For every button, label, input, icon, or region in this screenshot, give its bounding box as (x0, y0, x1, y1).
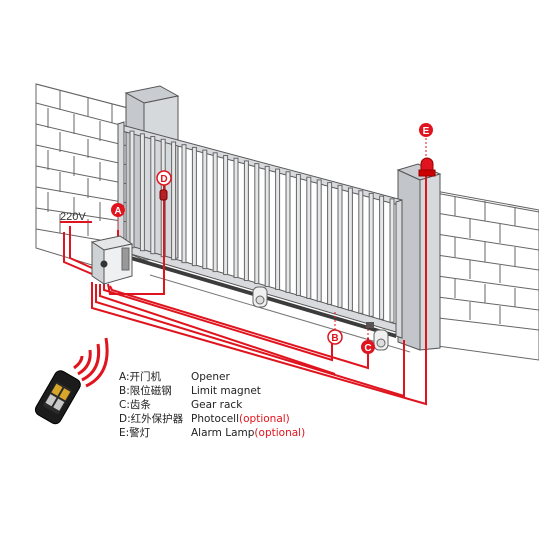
callout-lines (117, 138, 427, 343)
gate-bar (389, 198, 395, 323)
marker-e: E (419, 123, 433, 137)
gate-wheel-left (252, 286, 268, 308)
marker-c: C (361, 340, 375, 354)
gate-bar (327, 182, 333, 305)
gate-bar (358, 190, 364, 314)
legend-key: E:警灯 (119, 427, 151, 439)
ground-track (149, 274, 411, 353)
legend-row-limit-magnet: B:限位磁钢 Limit magnet (119, 384, 305, 398)
legend-optional: (optional) (254, 427, 306, 439)
legend-row-gear-rack: C:齿条 Gear rack (119, 398, 305, 412)
gate-bar (150, 136, 156, 255)
marker-a: A (111, 203, 125, 217)
marker-b: B (327, 329, 343, 345)
left-brick-wall (35, 83, 129, 277)
alarm-lamp (418, 157, 436, 177)
gate-bar (233, 157, 239, 279)
limit-magnet (366, 322, 374, 328)
legend-name: Limit magnet (191, 384, 261, 398)
legend-name-text: Photocell (191, 413, 240, 425)
gate-bar (316, 179, 322, 302)
legend-name-text: Limit magnet (191, 385, 261, 397)
legend-name-text: Opener (191, 371, 230, 383)
marker-b-label: B (331, 333, 338, 344)
marker-e-label: E (423, 126, 430, 137)
gate-bar (368, 192, 374, 317)
legend-key: D:红外保护器 (119, 413, 184, 425)
legend-row-alarm-lamp: E:警灯 Alarm Lamp(optional) (119, 426, 305, 440)
legend-key: B:限位磁钢 (119, 385, 172, 397)
remote-control (34, 337, 109, 425)
legend: A:开门机 Opener B:限位磁钢 Limit magnet C:齿条 Ge… (119, 370, 305, 440)
gate-bar (264, 165, 270, 287)
marker-d-label: D (160, 174, 167, 185)
marker-d: D (156, 170, 172, 186)
legend-key: C:齿条 (119, 399, 151, 411)
gate-bar (295, 173, 301, 296)
gate-bar (212, 152, 218, 273)
gate-bar (285, 171, 291, 293)
gate-bar (129, 130, 135, 249)
gate-bar (171, 141, 177, 261)
legend-name: Opener (191, 370, 230, 384)
legend-name: Photocell(optional) (191, 412, 290, 426)
gate-bar (379, 195, 385, 320)
gate-bar (347, 187, 353, 311)
legend-optional: (optional) (239, 413, 290, 425)
signal-waves-icon (73, 337, 109, 388)
gate-bar (337, 184, 343, 308)
gate-bar (223, 155, 229, 276)
legend-name: Gear rack (191, 398, 242, 412)
right-pillar (396, 163, 442, 351)
legend-row-photocell: D:红外保护器 Photocell(optional) (119, 412, 305, 426)
legend-name-text: Alarm Lamp (191, 427, 255, 439)
marker-a-label: A (114, 206, 121, 217)
gate-bar (275, 168, 281, 290)
gate-bar (139, 133, 145, 252)
legend-row-opener: A:开门机 Opener (119, 370, 305, 384)
gate-bar (202, 149, 208, 270)
legend-key: A:开门机 (119, 371, 162, 383)
supply-voltage-label: 220V (60, 211, 86, 223)
gate-bar (306, 176, 312, 299)
legend-name: Alarm Lamp(optional) (191, 426, 305, 440)
marker-c-label: C (364, 343, 371, 354)
gate-bar (181, 144, 187, 264)
right-brick-wall (429, 189, 539, 361)
legend-name-text: Gear rack (191, 399, 243, 411)
opener-motor (90, 235, 134, 285)
gate-bar (254, 163, 260, 285)
gate-bar (243, 160, 249, 282)
gate-wheel-right (373, 329, 389, 351)
gate-bar (191, 146, 197, 267)
